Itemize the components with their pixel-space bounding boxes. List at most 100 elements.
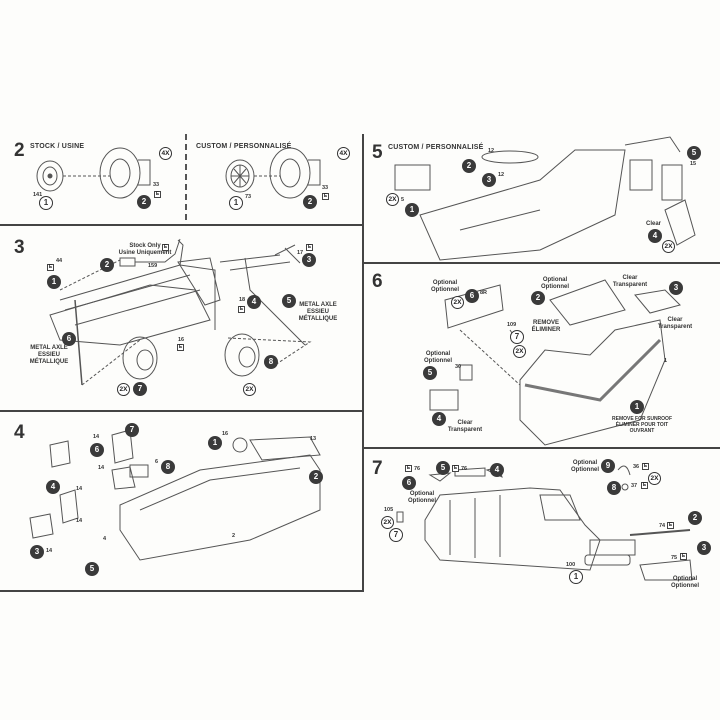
option-divider: [185, 134, 187, 220]
part-number: 75: [671, 555, 678, 561]
label-en: METAL AXLE: [30, 345, 68, 351]
label-en: Optional: [432, 280, 458, 286]
custom-interior-drawing: [394, 149, 626, 261]
part-number: 16: [178, 337, 185, 343]
callout: 8: [264, 355, 278, 369]
custom-wheel-drawing: [225, 159, 255, 193]
stock-wheel-drawing: [36, 160, 64, 192]
part-number: 12: [498, 172, 505, 178]
label-en: Optional: [672, 576, 698, 582]
part-number: 37: [631, 483, 638, 489]
tree-marker: E: [642, 463, 649, 470]
callout: 5: [423, 366, 437, 380]
part-number: 100: [566, 562, 576, 568]
clear-label: Clear: [646, 221, 662, 227]
stock-tire-drawing: [99, 147, 151, 199]
step-number: 7: [372, 458, 383, 479]
part-number: 30: [455, 364, 462, 370]
quantity-badge: 2X: [513, 345, 526, 358]
callout: 4: [490, 463, 504, 477]
label-fr: Transparent: [447, 427, 483, 433]
tree-marker: E: [154, 191, 161, 198]
callout: 3: [302, 253, 316, 267]
callout: 1: [630, 400, 644, 414]
label-fr: Optionnel: [671, 583, 699, 589]
callout: 3: [30, 545, 44, 559]
part-number: 76: [461, 466, 468, 472]
part-number: 14: [76, 518, 83, 524]
callout: 2: [531, 291, 545, 305]
callout: 8: [161, 460, 175, 474]
quantity-badge: 2X: [451, 296, 464, 309]
quantity-badge: 2X: [117, 383, 130, 396]
part-number: 36: [633, 464, 640, 470]
part-number: 5: [401, 197, 405, 203]
chassis-drawing: [49, 257, 221, 386]
van-body-shell-drawing: [519, 319, 666, 446]
callout: 2: [309, 470, 323, 484]
callout: 2: [688, 511, 702, 525]
callout: 6: [465, 289, 479, 303]
part-number: 13: [310, 436, 317, 442]
divider: [362, 262, 720, 264]
custom-heading: CUSTOM / PERSONNALISÉ: [388, 144, 484, 151]
label-fr: Usine Uniquement: [118, 250, 172, 256]
callout: 6: [62, 332, 76, 346]
quantity-badge: 2X: [243, 383, 256, 396]
part-number: 76: [414, 466, 421, 472]
tree-marker: E: [641, 482, 648, 489]
part-number: 14: [93, 434, 100, 440]
label-en: Stock Only: [129, 243, 161, 249]
tree-marker: E: [405, 465, 412, 472]
part-number: 109: [507, 322, 517, 328]
van-exterior-drawing: [424, 487, 601, 571]
step-number: 4: [14, 422, 25, 443]
callout: 1: [47, 275, 61, 289]
callout: 2: [137, 195, 151, 209]
label-fr: Transparent: [612, 282, 648, 288]
part-number: 105: [384, 507, 394, 513]
step-number: 6: [372, 271, 383, 292]
tree-marker: E: [177, 344, 184, 351]
part-number: 14: [98, 465, 105, 471]
tree-marker: E: [680, 553, 687, 560]
part-number: 6: [155, 459, 159, 465]
label-fr: Optionnel: [431, 287, 459, 293]
label-en: REMOVE: [532, 320, 559, 326]
part-number: 16: [222, 431, 229, 437]
label-en: Clear: [457, 420, 473, 426]
part-number: 74: [659, 523, 666, 529]
callout: 3: [482, 173, 496, 187]
part-number: 44: [56, 258, 63, 264]
callout: 3: [669, 281, 683, 295]
part-number: 17: [297, 250, 304, 256]
label-fr: ÉLIMINER: [531, 327, 561, 333]
callout: 7: [125, 423, 139, 437]
interior-tub-drawing: [119, 436, 321, 561]
step-number: 2: [14, 140, 25, 161]
part-number: 12: [488, 148, 495, 154]
part-number: 4: [103, 536, 107, 542]
part-number: 33: [153, 182, 160, 188]
callout: 1: [229, 196, 243, 210]
tree-marker: E: [162, 244, 169, 251]
callout: 7: [510, 330, 524, 344]
tree-marker: E: [238, 306, 245, 313]
callout: 4: [247, 295, 261, 309]
divider: [362, 447, 720, 449]
part-number: 73: [245, 194, 252, 200]
part-number: 141: [33, 192, 43, 198]
divider: [0, 410, 362, 412]
callout: 1: [405, 203, 419, 217]
custom-tire-drawing: [269, 147, 321, 199]
part-number: 14: [76, 486, 83, 492]
callout: 2: [100, 258, 114, 272]
callout: 1: [39, 196, 53, 210]
